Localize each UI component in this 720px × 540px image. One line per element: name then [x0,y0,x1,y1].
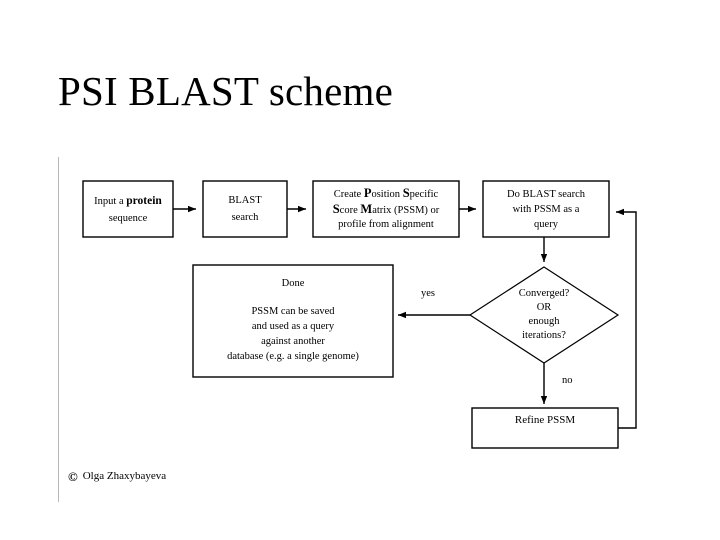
node-input-sequence-line2: sequence [108,213,148,224]
node-done-line3: against another [261,336,325,347]
node-input-sequence-shape [82,180,174,238]
node-refine-pssm-shape [471,407,619,449]
node-do-blast-pssm-shape [482,180,610,238]
content-placeholder-frame [58,157,670,502]
node-do-blast-pssm-line3: query [534,218,558,230]
author-credit: © Olga Zhaxybayeva [68,468,167,484]
node-refine-pssm-line1: Refine PSSM [514,414,576,426]
node-decision-line2: OR [536,302,552,313]
edge-refine-feedback-loop [616,208,637,429]
author-name: Olga Zhaxybayeva [82,470,167,482]
edge-label-no: no [562,375,573,386]
node-create-pssm-line1: Create Position Specific [333,186,439,200]
edge-label-yes: yes [421,288,435,299]
page-title: PSI BLAST scheme [58,68,394,114]
node-do-blast-pssm: Do BLAST search with PSSM as a query [483,181,609,237]
node-done: Done PSSM can be saved and used as a que… [193,265,393,377]
copyright-icon: © [68,468,78,484]
node-blast-search-line1: BLAST [228,195,262,206]
node-blast-search: BLAST search [203,181,287,237]
node-decision: Converged? OR enough iterations? [496,280,592,350]
node-done-line2: and used as a query [251,321,335,332]
node-input-sequence-line1: Input a protein [94,195,162,207]
node-refine-pssm: Refine PSSM [472,408,618,448]
node-blast-search-line2: search [231,212,259,223]
node-done-shape [192,264,394,378]
node-do-blast-pssm-line2: with PSSM as a [512,203,580,215]
node-do-blast-pssm-line1: Do BLAST search [507,188,585,200]
node-done-heading: Done [281,278,305,289]
node-create-pssm-shape [312,180,460,238]
node-input-sequence: Input a protein sequence [83,181,173,237]
node-create-pssm: Create Position Specific Score Matrix (P… [313,181,459,237]
node-create-pssm-line3: profile from alignment [338,219,434,230]
node-done-line1: PSSM can be saved [251,306,335,317]
node-create-pssm-line2: Score Matrix (PSSM) or [332,202,440,216]
node-decision-line3: enough [528,316,560,327]
node-decision-line1: Converged? [518,288,570,299]
node-decision-line4: iterations? [522,330,566,341]
node-done-line4: database (e.g. a single genome) [227,351,359,362]
